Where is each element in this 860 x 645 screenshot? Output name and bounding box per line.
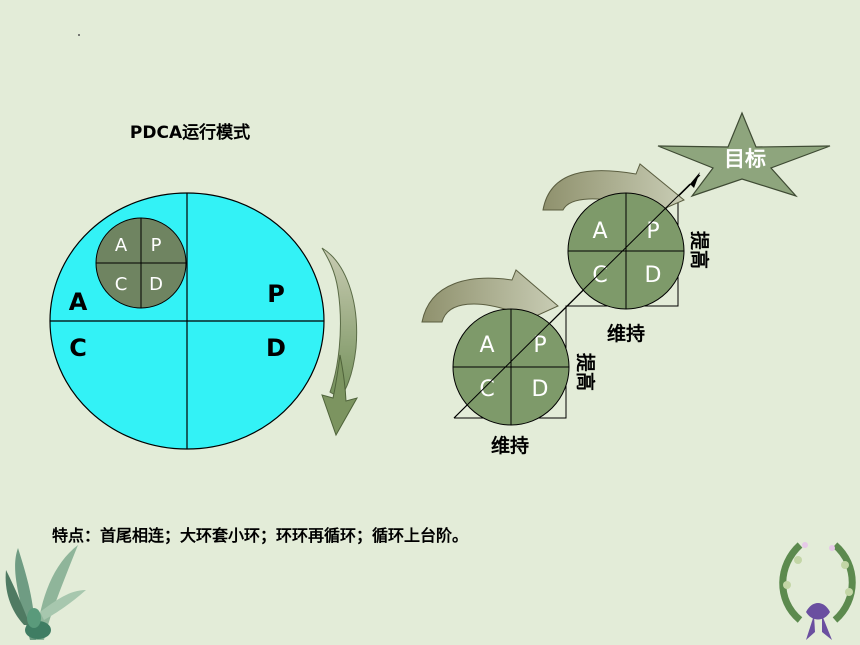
- big-letter-a: A: [69, 288, 88, 316]
- small-pdca-circle: A P C D: [95, 217, 187, 309]
- maintain-label-lower: 维持: [491, 434, 529, 457]
- small-letter-p: P: [151, 235, 162, 256]
- diagram-title: PDCA运行模式: [130, 122, 250, 143]
- maintain-label-upper: 维持: [607, 322, 645, 345]
- small-letter-c: C: [115, 274, 128, 295]
- small-letter-a: A: [115, 235, 128, 256]
- lower-letter-p: P: [533, 333, 546, 358]
- stair-circle-upper: A P C D: [567, 192, 685, 310]
- big-letter-d: D: [266, 334, 286, 362]
- upper-letter-d: D: [645, 263, 662, 288]
- dot-mark: [78, 34, 80, 36]
- big-letter-p: P: [267, 280, 285, 308]
- star-shape: [657, 111, 831, 198]
- big-letter-c: C: [69, 334, 87, 362]
- small-letter-d: D: [149, 274, 163, 295]
- goal-star: 目标: [657, 111, 831, 198]
- lower-letter-d: D: [532, 377, 549, 402]
- rotation-arrow-icon: [321, 247, 359, 437]
- stair-circle-lower: A P C D: [452, 308, 570, 426]
- lower-letter-c: C: [479, 377, 494, 402]
- improve-label-lower: 提高: [574, 353, 597, 391]
- big-pdca-circle: A P C D: [49, 192, 325, 450]
- upper-letter-p: P: [646, 219, 659, 244]
- plant-decoration-icon: [5, 545, 86, 640]
- progress-arrowhead-icon: [690, 172, 700, 188]
- features-text: 特点：首尾相连；大环套小环；环环再循环；循环上台阶。: [52, 526, 468, 545]
- upper-letter-a: A: [592, 219, 607, 244]
- upper-letter-c: C: [592, 263, 607, 288]
- lower-letter-a: A: [479, 333, 494, 358]
- progress-line: [453, 183, 691, 419]
- improve-label-upper: 提高: [688, 231, 711, 269]
- goal-label: 目标: [724, 147, 766, 171]
- wreath-decoration-icon: [779, 542, 856, 640]
